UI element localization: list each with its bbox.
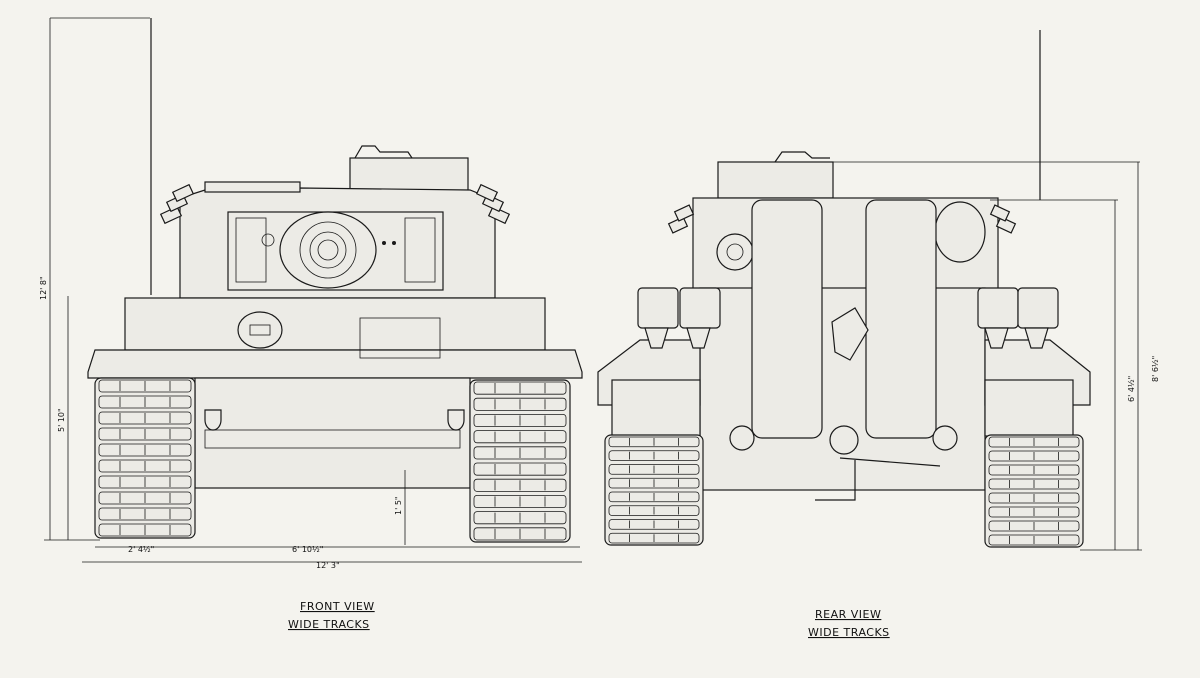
smoke-dischargers-right xyxy=(475,183,511,225)
rear-escape-hatch xyxy=(716,233,754,271)
rear-track-right xyxy=(984,434,1084,548)
front-view-drawing xyxy=(44,17,583,563)
rear-tow-port-right xyxy=(932,425,958,451)
front-hull-lower xyxy=(194,377,471,489)
rear-view-drawing xyxy=(597,30,1142,551)
rear-stowage-box-right xyxy=(984,379,1074,437)
front-fender xyxy=(87,349,583,379)
rear-starter-port xyxy=(829,425,859,455)
rear-stowage-bin xyxy=(934,201,986,263)
rear-caption-subtitle: WIDE TRACKS xyxy=(808,626,890,639)
rear-starter-plate xyxy=(831,307,869,361)
front-track-right xyxy=(469,379,571,543)
tow-shackle-left xyxy=(204,409,222,431)
exhaust-muffler-left xyxy=(751,199,823,439)
dim-ground-clearance: 1' 5" xyxy=(394,496,403,515)
air-filters-right xyxy=(977,287,1059,349)
dim-track-width: 2' 4½" xyxy=(128,545,154,554)
air-filters-left xyxy=(637,287,721,349)
driver-visor xyxy=(237,311,283,349)
dim-hull-height: 5' 10" xyxy=(57,408,66,432)
rear-crank-handle xyxy=(815,457,941,501)
rear-caption-title: REAR VIEW xyxy=(815,608,881,621)
rear-stowage-box-left xyxy=(611,379,701,437)
dim-track-gauge: 6' 10½" xyxy=(292,545,323,554)
rear-track-left xyxy=(604,434,704,546)
rear-cupola xyxy=(717,161,834,199)
dim-turret-roof-height: 8' 6½" xyxy=(1151,356,1160,382)
gun-muzzle xyxy=(279,211,377,289)
front-caption-title: FRONT VIEW xyxy=(300,600,375,613)
dim-overall-width: 12' 3" xyxy=(316,561,340,570)
dim-overall-height: 12' 8" xyxy=(39,276,48,300)
front-hull-upper xyxy=(124,297,546,351)
exhaust-muffler-right xyxy=(865,199,937,439)
front-track-left xyxy=(94,377,196,539)
smoke-dischargers-left xyxy=(159,183,195,225)
tow-shackle-right xyxy=(447,409,465,431)
rear-tow-port-left xyxy=(729,425,755,451)
front-caption-subtitle: WIDE TRACKS xyxy=(288,618,370,631)
dim-hull-roof-height: 6' 4½" xyxy=(1127,376,1136,402)
